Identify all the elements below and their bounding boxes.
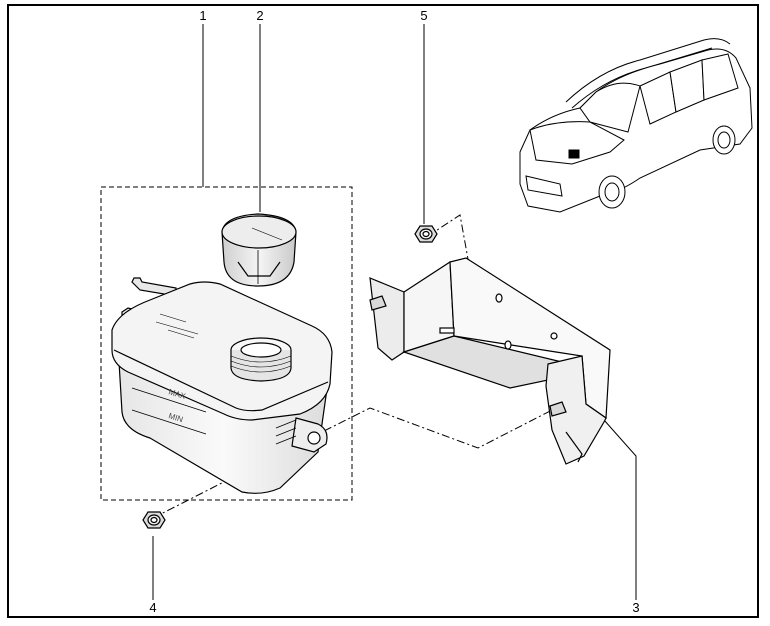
min-marking: MIN <box>167 411 184 424</box>
reservoir-cap <box>221 213 297 287</box>
nut-item-4 <box>142 511 166 529</box>
leader-lines <box>152 24 637 600</box>
assembly-dashed-box <box>100 186 353 501</box>
callout-labels: 1 2 5 4 3 <box>149 8 639 615</box>
mounting-bracket <box>369 257 611 465</box>
callout-3: 3 <box>632 600 639 615</box>
callout-1: 1 <box>199 8 206 23</box>
locator-car-illustration <box>519 38 753 213</box>
callout-5: 5 <box>420 8 427 23</box>
callout-4: 4 <box>149 600 156 615</box>
nut-item-5 <box>414 225 438 243</box>
leader-line-3 <box>603 419 637 600</box>
callout-2: 2 <box>256 8 263 23</box>
reservoir-tank <box>111 277 333 494</box>
diagram-frame <box>7 4 759 618</box>
